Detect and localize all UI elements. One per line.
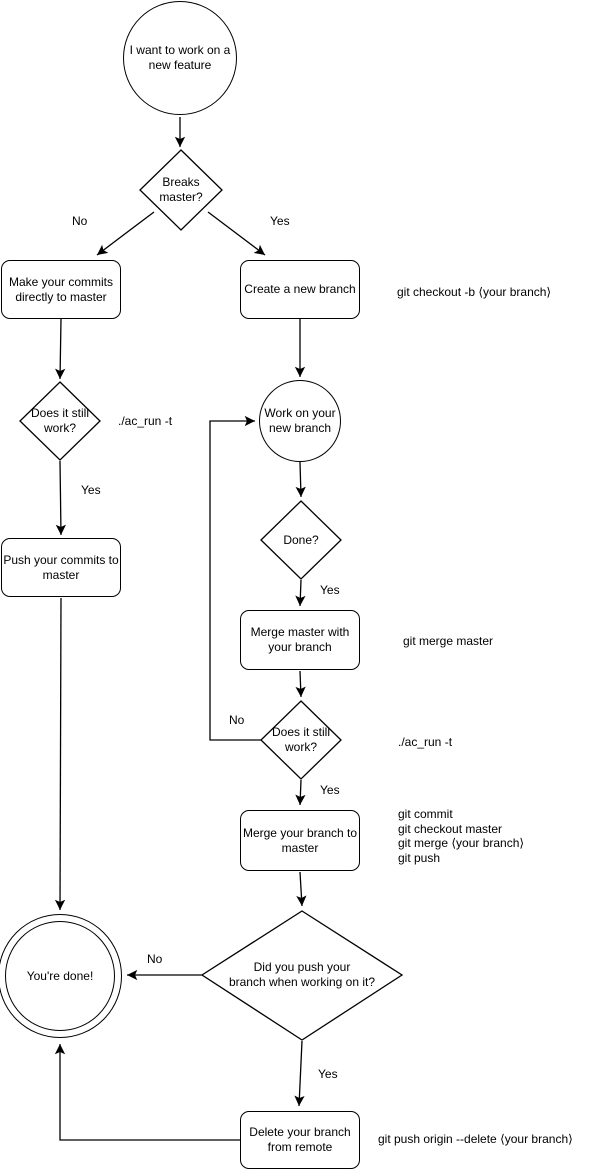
diamond-still-work-2 [260,700,342,780]
edge-did-push-yes [294,1040,305,1107]
edge-still-work-2-yes [295,779,306,806]
node-youre-done: You're done! [0,914,122,1038]
node-push-commits: Push your commits to master [1,538,121,597]
edge-breaks-master-yes [207,211,266,256]
edge-delete-remote-loop-to-done [54,1044,240,1141]
node-work-branch-label: Work on your new branch [264,406,336,435]
node-delete-remote-label: Delete your branch from remote [249,1125,351,1154]
edge-still-work-1-yes [55,460,67,536]
edge-merge-master-to-still-work-2 [295,670,306,698]
node-merge-master: Merge master with your branch [240,610,360,670]
edge-label-doneq-yes: Yes [320,583,340,597]
youre-done-inner-circle: You're done! [5,921,115,1031]
node-merge-master-label: Merge master with your branch [250,625,350,654]
node-delete-remote: Delete your branch from remote [240,1111,360,1169]
node-merge-branch: Merge your branch to master [240,810,360,871]
annotation-checkout-cmd: git checkout -b ⟨your branch⟩ [397,285,552,299]
edge-label-didpush-no: No [147,952,163,966]
diamond-still-work-1-label: Does it still work? [30,406,89,435]
edge-breaks-master-no [96,211,155,256]
annotation-delete-cmd: git push origin --delete ⟨your branch⟩ [378,1132,573,1146]
edge-push-commits-to-done [54,597,66,911]
edge-label-work2-no: No [229,713,245,727]
node-commits-master: Make your commits directly to master [1,260,121,319]
edge-label-breaks-yes: Yes [270,214,290,228]
diamond-breaks-master [139,149,223,231]
node-create-branch: Create a new branch [240,260,360,319]
diamond-did-push-label: Did you push your branch when working on… [228,960,376,989]
annotation-merge-branch-cmds: git commit git checkout master git merge… [398,807,525,865]
diamond-still-work-1 [19,381,101,461]
node-start-label: I want to work on a new feature [129,43,231,72]
diamond-done-q [260,500,342,580]
node-merge-branch-label: Merge your branch to master [242,825,358,855]
edge-still-work-2-no-loop [209,415,261,741]
edge-work-branch-to-done-q [295,461,306,498]
node-create-branch-label: Create a new branch [244,282,356,297]
diamond-breaks-master-label: Breaks master? [159,175,203,204]
diamond-did-push [200,910,404,1041]
edge-label-work1-yes: Yes [81,483,101,497]
node-commits-master-label: Make your commits directly to master [8,274,114,304]
edge-done-q-yes [295,579,306,607]
edge-label-work2-yes: Yes [320,783,340,797]
node-start: I want to work on a new feature [123,1,237,115]
node-work-branch: Work on your new branch [259,380,341,462]
annotation-ac-run-2: ./ac_run -t [398,735,453,749]
diamond-still-work-2-label: Does it still work? [271,725,330,754]
annotation-merge-master-cmd: git merge master [403,634,494,648]
diamond-done-q-label: Done? [283,532,319,547]
node-youre-done-label: You're done! [26,968,94,983]
node-push-commits-label: Push your commits to master [3,552,119,582]
edge-label-breaks-no: No [72,214,88,228]
edge-merge-branch-to-did-push [296,871,307,907]
edge-label-didpush-yes: Yes [318,1067,338,1081]
edge-commits-to-still-work-1 [55,318,66,380]
annotation-ac-run-1: ./ac_run -t [118,414,173,428]
